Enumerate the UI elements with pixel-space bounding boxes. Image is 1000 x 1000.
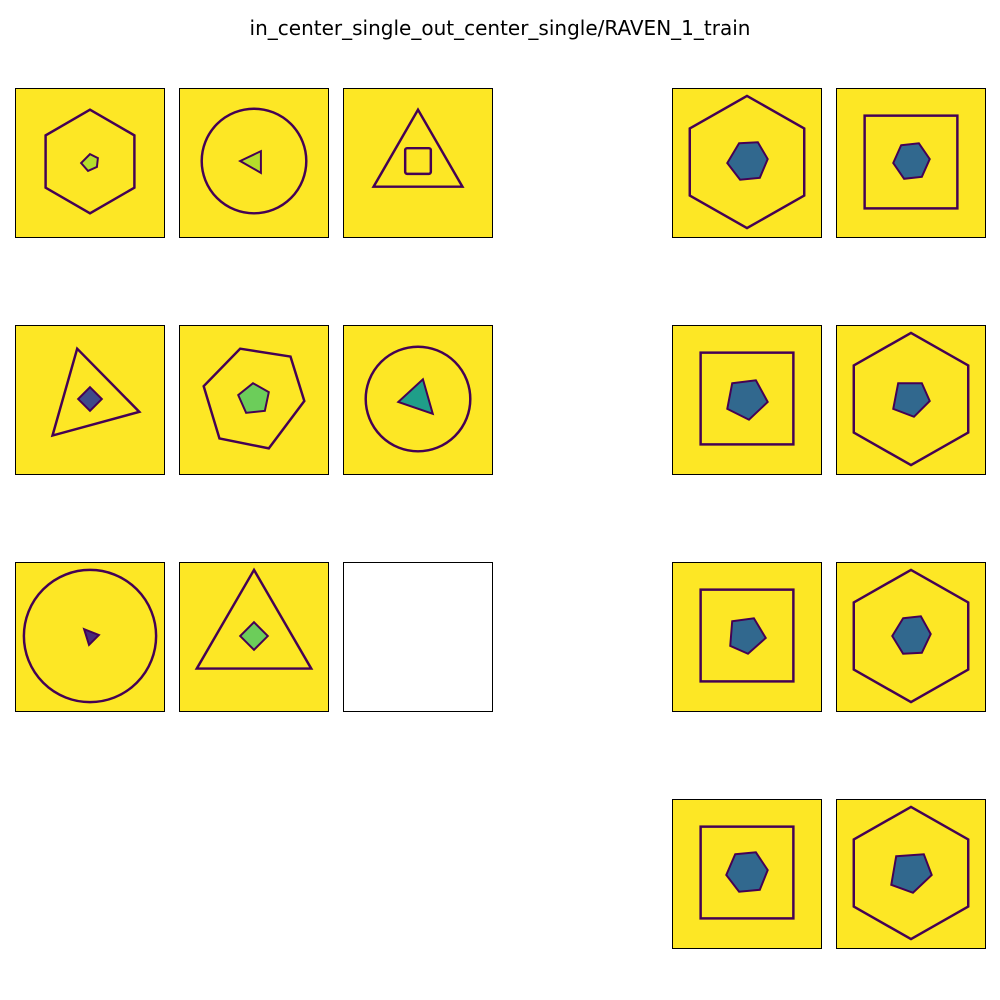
context-panel-8 <box>179 562 329 712</box>
panel-drawing <box>699 825 795 920</box>
outer-square <box>699 588 795 683</box>
panel-drawing <box>688 94 806 230</box>
outer-hexagon <box>852 805 970 941</box>
answer-panel-6 <box>836 562 986 712</box>
outer-circle <box>200 107 308 215</box>
outer-hexagon <box>202 347 306 450</box>
inner-pentagon <box>237 382 270 414</box>
context-panel-7 <box>15 562 165 712</box>
outer-square <box>699 351 795 446</box>
answer-panel-8 <box>836 799 986 949</box>
inner-pentagon <box>726 379 769 421</box>
inner-hexagon <box>726 141 769 181</box>
inner-pentagon <box>729 617 768 655</box>
panel-drawing <box>699 588 795 683</box>
outer-square <box>863 114 959 210</box>
outer-hexagon <box>852 568 970 704</box>
outer-triangle <box>50 346 142 438</box>
outer-circle <box>364 345 472 453</box>
inner-hexagon <box>891 615 932 655</box>
inner-triangle <box>396 377 435 416</box>
inner-triangle <box>82 627 101 647</box>
answer-panel-2 <box>836 88 986 238</box>
answer-panel-7 <box>672 799 822 949</box>
panel-drawing <box>344 563 492 711</box>
answer-panel-3 <box>672 325 822 475</box>
panel-drawing <box>371 107 465 188</box>
outer-triangle <box>194 567 314 670</box>
outer-circle <box>22 568 158 704</box>
outer-square <box>699 825 795 920</box>
context-panel-2 <box>179 88 329 238</box>
inner-diamond <box>76 385 104 413</box>
panel-drawing <box>863 114 959 210</box>
inner-square <box>403 146 433 176</box>
panel-drawing <box>44 108 136 215</box>
panel-drawing <box>22 568 158 704</box>
panel-drawing <box>200 107 308 215</box>
panel-drawing <box>194 567 314 670</box>
answer-panel-4 <box>836 325 986 475</box>
inner-pentagon <box>79 152 99 173</box>
panel-drawing <box>852 331 970 467</box>
outer-hexagon <box>688 94 806 230</box>
panel-drawing <box>852 568 970 704</box>
figure-title: in_center_single_out_center_single/RAVEN… <box>249 16 751 40</box>
outer-hexagon <box>44 108 136 215</box>
context-panel-1 <box>15 88 165 238</box>
context-panel-5 <box>179 325 329 475</box>
context-panel-3 <box>343 88 493 238</box>
inner-hexagon <box>892 142 931 180</box>
inner-triangle <box>238 149 262 175</box>
inner-pentagon <box>892 382 931 418</box>
panel-drawing <box>202 347 306 450</box>
context-panel-6 <box>343 325 493 475</box>
answer-panel-5 <box>672 562 822 712</box>
panel-drawing <box>50 346 142 438</box>
panel-drawing <box>852 805 970 941</box>
panel-drawing <box>699 351 795 446</box>
inner-hexagon <box>725 851 769 893</box>
outer-hexagon <box>852 331 970 467</box>
context-panel-4 <box>15 325 165 475</box>
context-panel-9-empty <box>343 562 493 712</box>
inner-pentagon <box>890 853 933 894</box>
outer-triangle <box>371 107 465 188</box>
answer-panel-1 <box>672 88 822 238</box>
panel-drawing <box>364 345 472 453</box>
inner-diamond <box>238 620 270 652</box>
